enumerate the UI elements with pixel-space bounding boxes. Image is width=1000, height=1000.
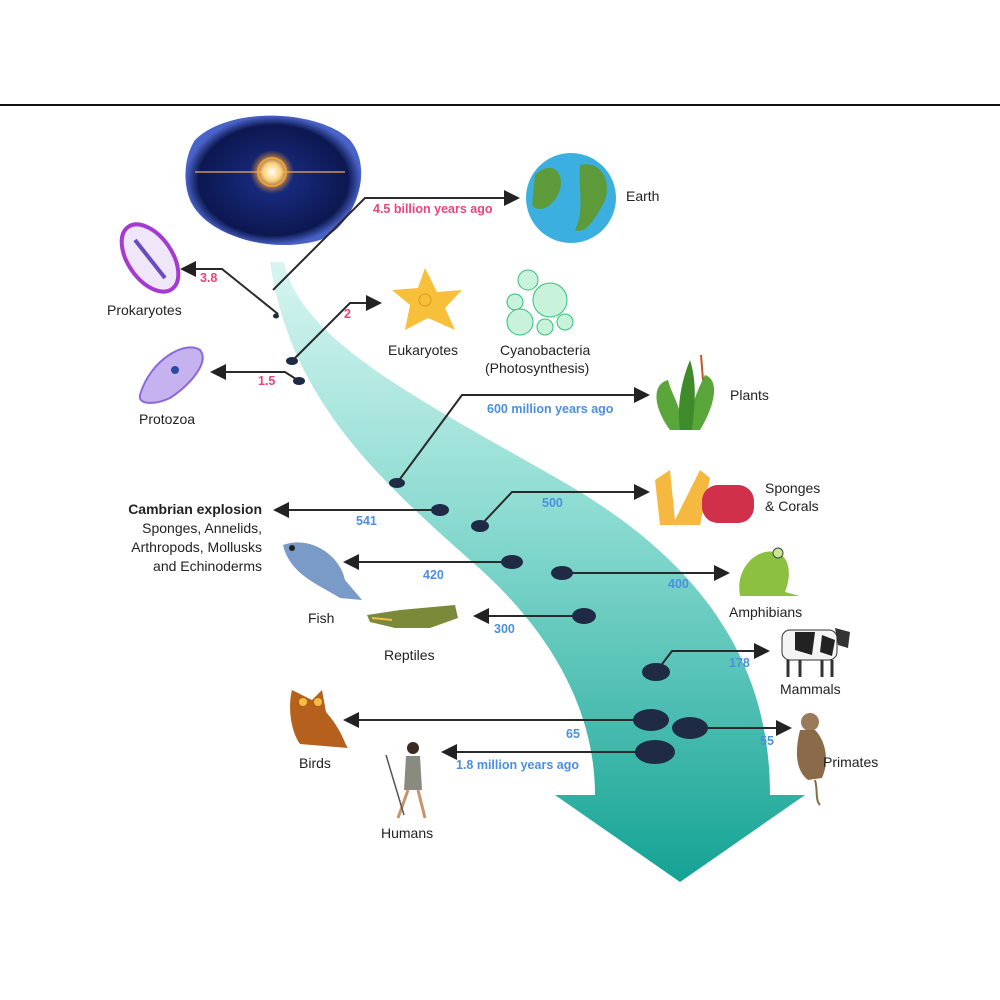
label-cyanobacteria: Cyanobacteria [500, 342, 591, 358]
label-birds: Birds [299, 755, 331, 771]
time-birds: 65 [566, 727, 580, 741]
label-prokaryotes: Prokaryotes [107, 302, 182, 318]
crocodile-icon [367, 605, 458, 628]
timeline-arrow [270, 262, 805, 882]
cambrian-explosion-block: Cambrian explosion Sponges, Annelids, Ar… [128, 500, 262, 576]
label-eukaryotes: Eukaryotes [388, 342, 459, 358]
time-sponges: 500 [542, 496, 563, 510]
time-protozoa: 1.5 [258, 374, 276, 388]
cambrian-title: Cambrian explosion [128, 501, 262, 517]
sponges-corals-icon [655, 470, 754, 525]
connector-lines [180, 190, 792, 760]
label-amphibians: Amphibians [729, 604, 803, 620]
cambrian-line-3: and Echinoderms [153, 558, 262, 574]
time-fish: 420 [423, 568, 444, 582]
time-eukaryotes: 2 [344, 307, 351, 321]
label-protozoa: Protozoa [139, 411, 196, 427]
timeline-dots [273, 313, 708, 764]
label-sponges: Sponges [765, 480, 821, 496]
protozoa-icon [138, 346, 204, 404]
label-earth: Earth [626, 188, 660, 204]
label-fish: Fish [308, 610, 335, 626]
label-photosynthesis: (Photosynthesis) [485, 360, 590, 376]
label-humans: Humans [381, 825, 434, 841]
owl-icon [290, 690, 348, 748]
earth-icon [526, 153, 616, 243]
cambrian-line-1: Sponges, Annelids, [142, 520, 262, 536]
time-humans: 1.8 million years ago [456, 758, 579, 772]
label-reptiles: Reptiles [384, 647, 435, 663]
cyanobacteria-icon [506, 269, 574, 336]
label-primates: Primates [823, 754, 879, 770]
fish-icon [283, 542, 362, 600]
prokaryote-icon [119, 222, 181, 294]
time-mammals: 178 [729, 656, 750, 670]
time-reptiles: 300 [494, 622, 515, 636]
monkey-icon [796, 713, 826, 806]
label-mammals: Mammals [780, 681, 841, 697]
eukaryote-icon [392, 268, 462, 330]
human-icon [385, 742, 427, 819]
cambrian-line-2: Arthropods, Mollusks [131, 539, 262, 555]
plants-icon [656, 354, 715, 430]
big-bang-icon [185, 115, 362, 246]
time-cambrian: 541 [356, 514, 377, 528]
time-amphibians: 400 [668, 577, 689, 591]
label-plants: Plants [730, 387, 769, 403]
frog-icon [739, 547, 800, 596]
label-corals: & Corals [765, 498, 819, 514]
time-plants: 600 million years ago [487, 402, 614, 416]
cow-icon [781, 628, 850, 677]
time-earth: 4.5 billion years ago [373, 202, 493, 216]
time-primates: 55 [760, 734, 774, 748]
time-prokaryotes: 3.8 [200, 271, 218, 285]
